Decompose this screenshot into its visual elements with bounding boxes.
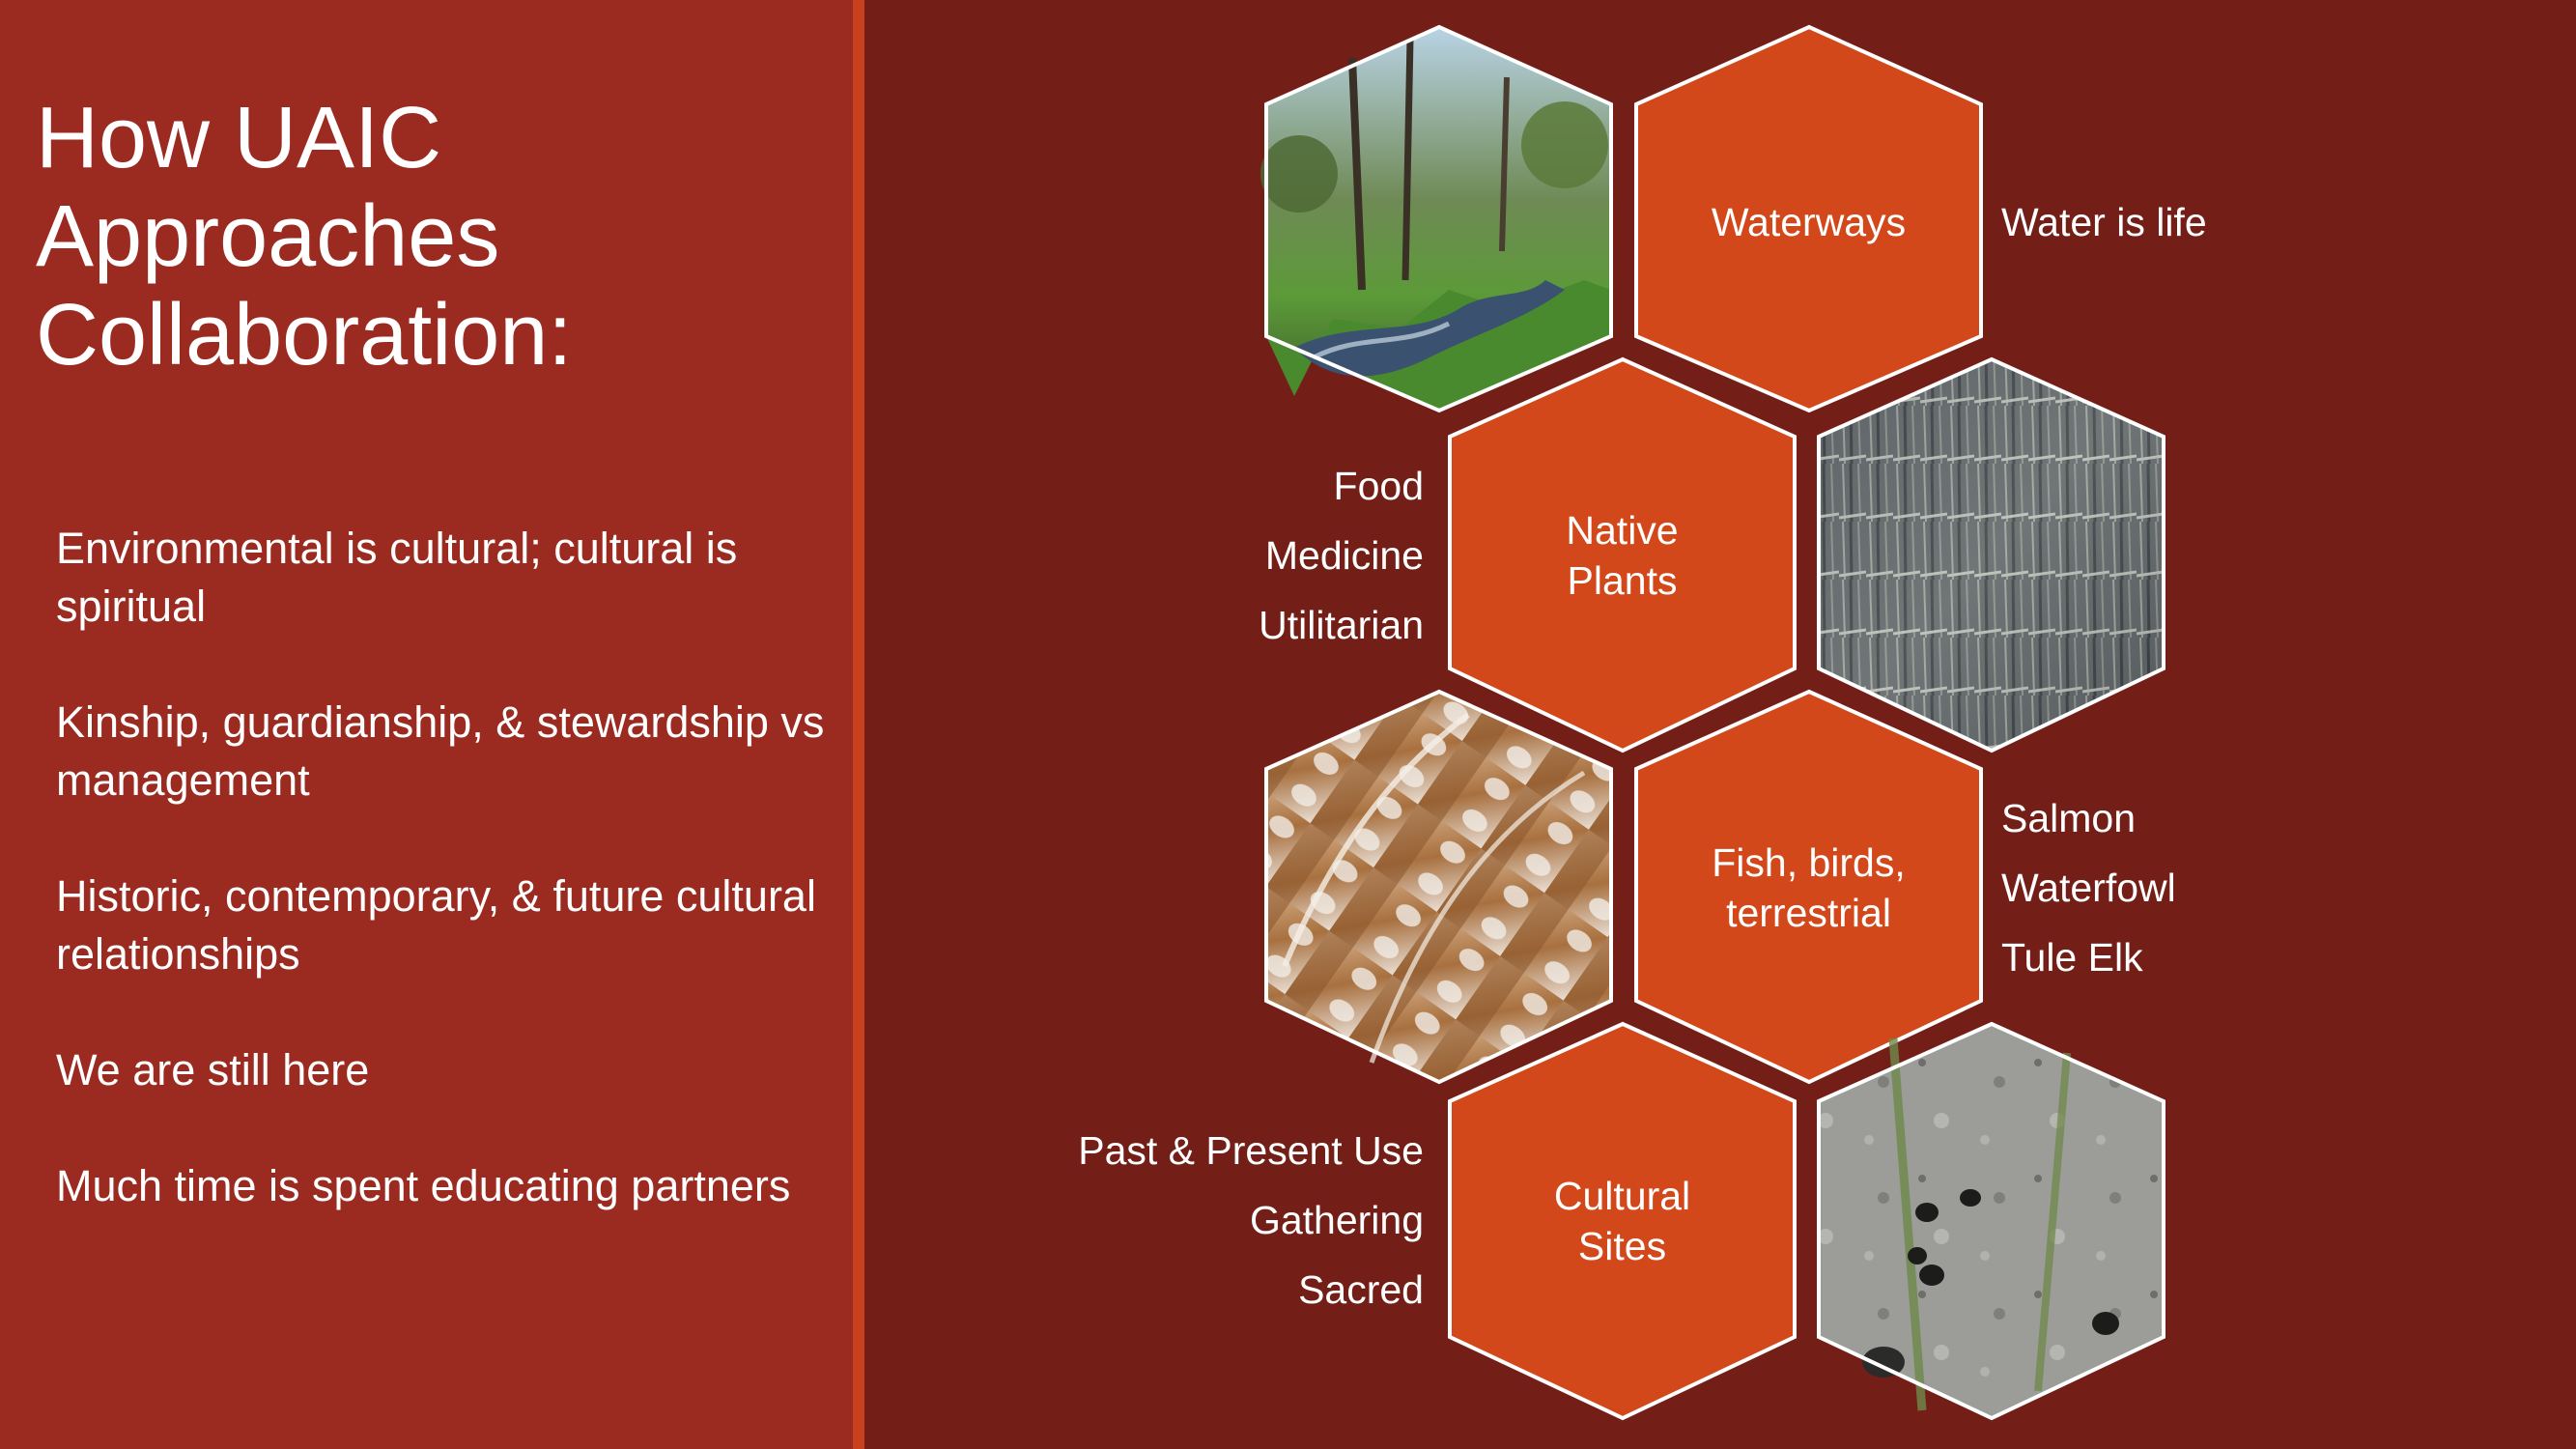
- panel-divider: [853, 0, 864, 1449]
- native-plants-note: Food: [1333, 464, 1424, 508]
- fish-birds-note: Salmon: [2001, 796, 2137, 840]
- creek-photo: [1260, 24, 1613, 413]
- fish-birds-note: Tule Elk: [2001, 935, 2143, 980]
- native-plants-note: Medicine: [1264, 533, 1424, 578]
- fish-birds-notes: Salmon Waterfowl Tule Elk: [2001, 783, 2176, 992]
- waterways-notes: Water is life: [2001, 187, 2207, 257]
- bullet-item: Environmental is cultural; cultural is s…: [56, 524, 738, 631]
- bullet-item: We are still here: [56, 1045, 370, 1094]
- native-plants-hexagon: [1448, 356, 1797, 753]
- cultural-sites-note: Past & Present Use: [1078, 1128, 1424, 1173]
- feathers-photo: [1264, 689, 1613, 1085]
- cultural-sites-label: Cultural Sites: [1450, 1171, 1795, 1271]
- cultural-sites-notes: Past & Present Use Gathering Sacred: [1078, 1116, 1424, 1324]
- bullet-item: Kinship, guardianship, & stewardship vs …: [56, 697, 825, 805]
- slide-title: How UAIC Approaches Collaboration:: [36, 90, 573, 384]
- native-plants-note: Utilitarian: [1259, 603, 1424, 647]
- fish-birds-label: Fish, birds, terrestrial: [1636, 838, 1981, 938]
- fish-birds-label-line2: terrestrial: [1726, 891, 1891, 935]
- bullet-item: Historic, contemporary, & future cultura…: [56, 871, 816, 979]
- native-plants-label-line2: Plants: [1567, 558, 1678, 603]
- native-plants-notes: Food Medicine Utilitarian: [1259, 451, 1424, 660]
- left-panel: How UAIC Approaches Collaboration: Envir…: [0, 0, 853, 1449]
- cultural-sites-hexagon: [1448, 1021, 1797, 1421]
- cultural-sites-note: Gathering: [1249, 1198, 1424, 1242]
- tule-bundles-photo: [1817, 356, 2166, 753]
- grinding-rock-photo: [1817, 1021, 2166, 1421]
- cultural-sites-note: Sacred: [1298, 1267, 1424, 1312]
- native-plants-label: Native Plants: [1450, 505, 1795, 606]
- fish-birds-label-line1: Fish, birds,: [1712, 840, 1906, 885]
- bullet-item: Much time is spent educating partners: [56, 1161, 791, 1210]
- native-plants-label-line1: Native: [1566, 508, 1679, 553]
- bullet-list: Environmental is cultural; cultural is s…: [56, 520, 829, 1273]
- waterways-label: Waterways: [1636, 197, 1981, 247]
- cultural-sites-label-line1: Cultural: [1553, 1174, 1691, 1218]
- fish-birds-note: Waterfowl: [2001, 866, 2176, 910]
- cultural-sites-label-line2: Sites: [1577, 1224, 1667, 1268]
- waterways-note: Water is life: [2001, 200, 2207, 244]
- waterways-label-text: Waterways: [1711, 200, 1907, 244]
- waterways-hexagon: [1634, 24, 1983, 413]
- fish-birds-hexagon: [1634, 689, 1983, 1085]
